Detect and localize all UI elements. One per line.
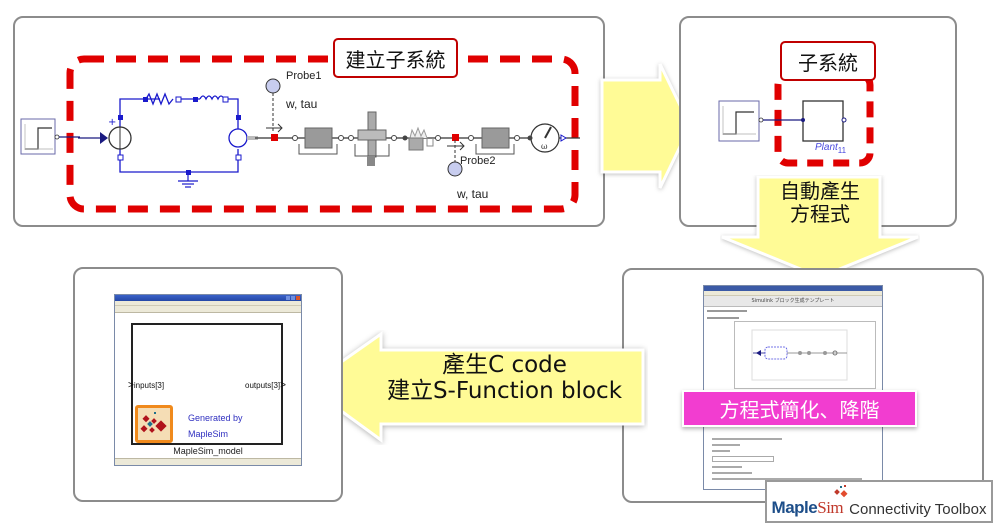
template-diagram-frame <box>734 321 876 389</box>
probe2-icon <box>447 140 465 177</box>
arrow-down <box>721 175 919 279</box>
simulink-statusbar <box>115 458 301 465</box>
simulink-toolbar <box>115 306 301 313</box>
generated-by-text: Generated by MapleSim <box>188 410 243 442</box>
arrow-left-line1: 產生C code <box>442 352 567 378</box>
maplesim-badge-icon <box>135 405 173 443</box>
subsystem-boundary <box>66 55 579 213</box>
probe1-icon <box>265 78 283 133</box>
probe1-signal: w, tau <box>286 97 318 111</box>
sfunction-output-port: outputs[3]> <box>245 380 286 391</box>
probe2-signal: w, tau <box>457 187 489 201</box>
probe1-label: Probe1 <box>286 70 322 82</box>
window-maximize-icon[interactable] <box>291 296 295 300</box>
probe2-label: Probe2 <box>460 155 496 167</box>
maplesim-connectivity-toolbox-logo: MapleSim Connectivity Toolbox <box>765 480 993 523</box>
create-subsystem-text: 建立子系統 <box>345 47 446 72</box>
plant-name: Plant <box>815 142 838 153</box>
maplesim-logo-icon <box>834 485 848 498</box>
template-window-screenshot: Simulink ブロック生成テンプレート <box>703 285 883 490</box>
simulink-window-screenshot: >inputs[3] outputs[3]> Generated by Mapl… <box>114 294 302 466</box>
template-mini-diagram <box>751 329 848 381</box>
simplify-text: 方程式簡化、降階 <box>719 398 880 422</box>
template-window-menubar <box>704 291 882 296</box>
sfunction-input-port: >inputs[3] <box>128 380 165 391</box>
step-source-block <box>20 118 80 155</box>
window-minimize-icon[interactable] <box>286 296 290 300</box>
auto-generate-equations-label: 自動產生 方程式 <box>750 180 890 226</box>
generate-ccode-label: 產生C code 建立S-Function block <box>362 352 647 405</box>
plant-subscript: 11 <box>837 146 847 155</box>
generated-line1: Generated by <box>188 413 243 423</box>
arrow-left-line2: 建立S-Function block <box>386 378 623 405</box>
mechanical-drivetrain: ω <box>255 111 580 166</box>
connectivity-toolbox-text: Connectivity Toolbox <box>849 501 987 518</box>
window-close-icon[interactable] <box>296 296 300 300</box>
template-text-lines <box>707 310 747 319</box>
sfunction-block-name: MapleSim_model <box>173 446 243 456</box>
model-panel <box>13 16 605 227</box>
dc-motor-circuit: + <box>78 92 258 188</box>
plant-block-label: Plant11 <box>815 142 846 155</box>
subsystem-label: 子系統 <box>780 41 876 81</box>
simplify-reduce-order-label: 方程式簡化、降階 <box>682 390 917 427</box>
maplesim-brand: MapleSim <box>772 498 844 518</box>
arrow-down-line1: 自動產生 <box>780 179 860 203</box>
input-port-label: inputs[3] <box>133 381 165 390</box>
sfunction-block: >inputs[3] outputs[3]> Generated by Mapl… <box>128 323 286 445</box>
template-form-lines <box>712 438 862 480</box>
step-source-block-small <box>718 100 808 142</box>
svg-text:+: + <box>108 117 116 128</box>
simulink-menubar <box>115 301 301 306</box>
generated-line2: MapleSim <box>188 429 229 439</box>
speed-sensor-symbol: ω <box>541 142 548 151</box>
output-port-label: outputs[3] <box>245 381 281 390</box>
create-subsystem-label: 建立子系統 <box>333 38 458 78</box>
brand-sim: Sim <box>817 498 844 517</box>
arrow-left <box>304 331 645 443</box>
arrow-right <box>600 63 692 189</box>
plant-block <box>801 100 847 142</box>
arrow-down-line2: 方程式 <box>790 202 850 226</box>
brand-maple: Maple <box>771 498 818 517</box>
template-window-titlebar <box>704 286 882 291</box>
subsystem-label-text: 子系統 <box>798 50 858 75</box>
template-window-title: Simulink ブロック生成テンプレート <box>704 296 882 307</box>
simulink-titlebar <box>115 295 301 301</box>
template-title-text: Simulink ブロック生成テンプレート <box>751 298 835 304</box>
